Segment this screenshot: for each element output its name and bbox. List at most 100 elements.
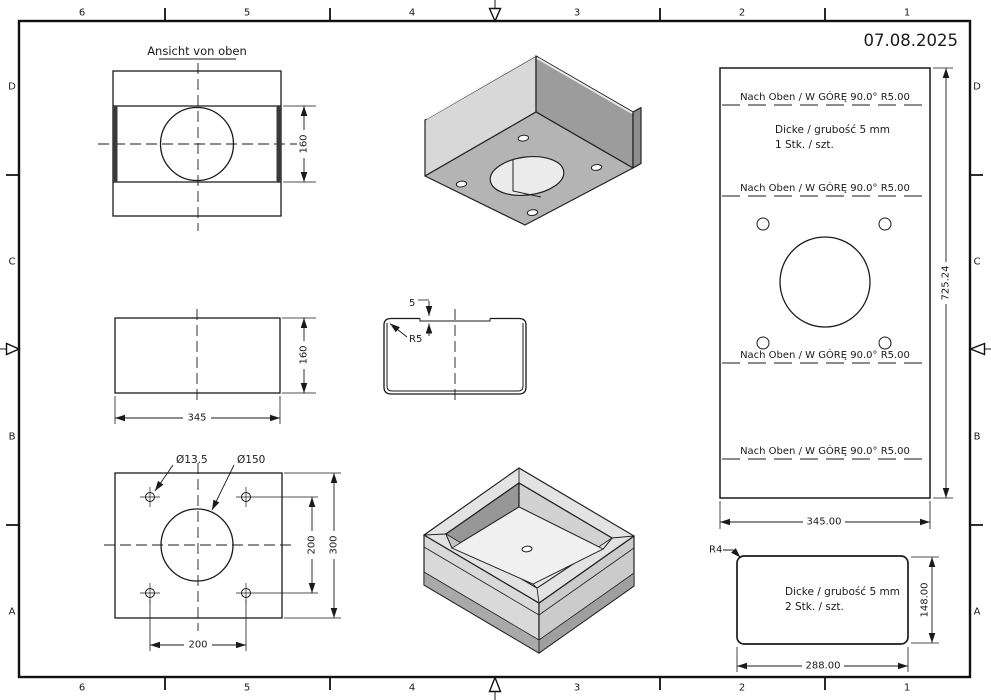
quantity-note: 2 Stk. / szt.: [785, 601, 844, 613]
zone-label: C: [9, 257, 16, 268]
plate-outline: [114, 472, 283, 619]
centerlines: [98, 63, 297, 231]
zone-label: 5: [244, 8, 250, 19]
zone-label: 4: [409, 8, 415, 19]
dim-160: 160: [283, 105, 316, 183]
dim-label: 345.00: [807, 517, 842, 528]
pattern-outline: [719, 67, 931, 499]
view-title: Ansicht von oben: [147, 44, 247, 58]
zone-ticks-top: [164, 8, 826, 21]
large-hole: [779, 236, 871, 328]
rim-corner-seams: [423, 468, 635, 604]
bend-note: Nach Oben / W GÓRĘ 90.0° R5.00: [740, 181, 910, 194]
zone-label: 3: [574, 8, 580, 19]
center-mark-right-icon: [968, 342, 991, 356]
plate-outline: [114, 317, 281, 394]
inner-contour: [386, 323, 524, 392]
floor-hole: [521, 545, 533, 553]
dim-300: 300: [284, 472, 341, 619]
zone-label: D: [973, 82, 981, 93]
zone-ticks-left: [6, 174, 19, 526]
dim-725-24: 725.24: [933, 67, 953, 499]
iso-view-top: [424, 54, 642, 226]
top-edge-highlight: [425, 54, 536, 120]
dim-label: 300: [329, 535, 340, 554]
zone-label: 2: [739, 8, 745, 19]
section-view: 5 R5: [383, 298, 527, 401]
top-edge-highlight: [536, 57, 633, 114]
dim-label: 5: [409, 298, 415, 309]
hole: [756, 336, 770, 350]
zone-label: A: [974, 607, 981, 618]
outer-contour: [383, 317, 527, 395]
zone-label: 4: [409, 683, 415, 694]
zone-label: 1: [904, 683, 910, 694]
front-view: 160 345: [114, 309, 316, 424]
dim-label: 160: [299, 345, 310, 364]
center-mark-left-icon: [0, 342, 21, 356]
radius-label: R5: [409, 334, 422, 345]
dim-5: 5: [409, 298, 433, 336]
hole-view: Ø13.5 Ø150 200 300 200: [104, 454, 341, 651]
hole-circle: [159, 106, 235, 182]
zone-label: B: [974, 432, 981, 443]
iso-view-bottom: [422, 467, 636, 654]
bend-note: Nach Oben / W GÓRĘ 90.0° R5.00: [740, 348, 910, 361]
dim-label: 345: [187, 413, 206, 424]
zone-label: A: [9, 607, 16, 618]
radius-callout-r4: R4: [709, 545, 741, 558]
dim-label: 160: [299, 134, 310, 153]
dim-label: 200: [188, 640, 207, 651]
side-plate-view: R4 Dicke / grubość 5 mm 2 Stk. / szt. 14…: [709, 545, 939, 672]
cavity-floor: [451, 506, 605, 585]
zone-label: 6: [79, 8, 85, 19]
dim-200-horizontal: 200: [149, 600, 247, 651]
dim-345: 345: [114, 396, 281, 424]
center-mark-bottom-icon: [488, 675, 502, 700]
leader-hole-dia: Ø13.5: [154, 454, 208, 492]
centerlines: [104, 463, 293, 631]
plate-outline: [736, 555, 909, 645]
base-holes: [455, 134, 603, 217]
zone-ticks-right: [970, 174, 983, 526]
quantity-note: 1 Stk. / szt.: [775, 139, 834, 151]
hole: [526, 209, 539, 217]
thickness-note: Dicke / grubość 5 mm: [785, 586, 900, 598]
dim-148-00: 148.00: [911, 556, 939, 644]
dim-label: Ø13.5: [176, 454, 208, 466]
hole: [455, 180, 468, 188]
wall-crease-lines: [423, 546, 635, 616]
zone-label: B: [9, 432, 16, 443]
dim-label: 148.00: [920, 583, 931, 618]
bend-note: Nach Oben / W GÓRĘ 90.0° R5.00: [740, 444, 910, 457]
thickness-note: Dicke / grubość 5 mm: [775, 124, 890, 136]
dim-345-00: 345.00: [719, 501, 931, 529]
corner-holes: [140, 487, 256, 603]
dim-288-00: 288.00: [736, 647, 909, 672]
dim-160: 160: [282, 317, 316, 394]
hole: [878, 336, 892, 350]
hole: [590, 164, 603, 171]
radius-label: R4: [709, 545, 722, 556]
dim-200-vertical: 200: [256, 496, 318, 594]
right-wall-section: [276, 106, 281, 182]
zone-label: D: [8, 82, 16, 93]
zone-label: 5: [244, 683, 250, 694]
bottom-edge-right: [538, 572, 635, 654]
left-wall-section: [113, 106, 118, 182]
zone-label: C: [974, 257, 981, 268]
hole-inner-edges: [512, 160, 542, 198]
zone-label: 1: [904, 8, 910, 19]
dim-label: Ø150: [237, 454, 265, 466]
zone-ticks-bottom: [164, 677, 826, 690]
flat-pattern-view: Nach Oben / W GÓRĘ 90.0° R5.00 Nach Oben…: [719, 67, 953, 529]
dim-label: 725.24: [941, 266, 952, 301]
center-mark-top-icon: [488, 0, 502, 23]
plate-outline: [112, 70, 282, 217]
zone-label: 6: [79, 683, 85, 694]
top-view: Ansicht von oben 160: [98, 44, 316, 231]
leader-circle-dia: Ø150: [211, 454, 265, 511]
pattern-holes: [756, 217, 892, 350]
dim-label: 200: [307, 535, 318, 554]
